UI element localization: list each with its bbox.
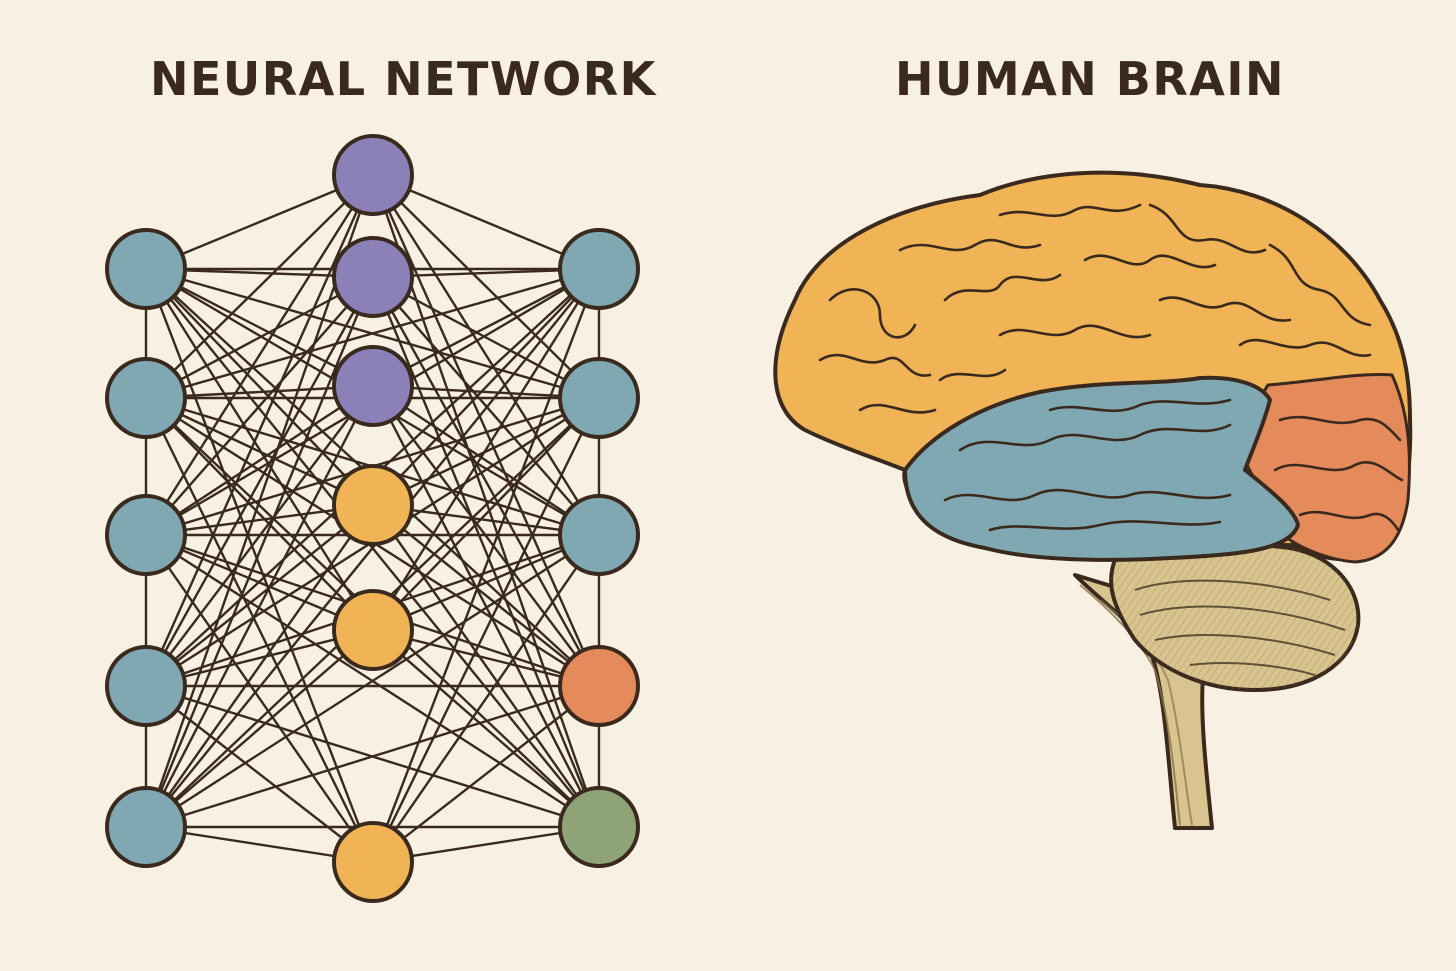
brain-stem-line <box>1079 584 1181 826</box>
gyrus-line <box>1268 243 1372 327</box>
temporal-lobe <box>903 375 1300 562</box>
connection-line <box>372 267 600 388</box>
cerebellum-texture <box>1111 544 1359 690</box>
gyrus-line <box>1158 296 1292 322</box>
connection-line <box>144 268 375 631</box>
input-node-teal <box>105 357 187 439</box>
connection-line <box>372 397 600 631</box>
neural-network-title: NEURAL NETWORK <box>150 52 657 106</box>
connection-line <box>145 268 374 506</box>
connection-line <box>372 174 600 399</box>
output-node-teal <box>558 228 640 310</box>
connection-line <box>371 276 601 828</box>
gyrus-line <box>958 423 1232 452</box>
connection-line <box>145 504 374 828</box>
gyrus-line <box>1148 203 1267 254</box>
connection-line <box>372 276 600 536</box>
connection-line <box>145 268 600 828</box>
connection-line <box>145 684 600 829</box>
connection-line <box>372 629 600 828</box>
connection-line <box>144 385 375 828</box>
connection-line <box>145 629 374 828</box>
hidden-node-purple <box>332 236 414 318</box>
connection-line <box>372 275 600 400</box>
gyrus-line <box>1273 461 1404 482</box>
output-node-teal <box>558 494 640 576</box>
connection-line <box>145 276 374 536</box>
connection-line <box>144 268 375 863</box>
connection-line <box>372 685 600 863</box>
cerebellum-folds <box>1134 579 1346 676</box>
gyrus-line <box>1048 398 1232 413</box>
connection-line <box>371 268 601 863</box>
connection-line <box>372 504 600 828</box>
connection-line <box>145 534 374 863</box>
connection-line <box>144 174 375 687</box>
gyrus-line <box>998 324 1152 339</box>
gyrus-line <box>858 403 937 414</box>
gyrus-line <box>1238 338 1372 357</box>
gyrus-line <box>828 288 917 339</box>
gyrus-line <box>998 203 1142 218</box>
connection-line <box>145 397 374 631</box>
gyrus-line <box>988 520 1222 532</box>
connection-line <box>371 397 601 863</box>
connection-line <box>145 174 374 399</box>
connection-line <box>145 384 374 537</box>
input-node-teal <box>105 494 187 576</box>
gyrus-line <box>938 368 1007 382</box>
hidden-node-yellow <box>332 464 414 546</box>
input-node-teal <box>105 786 187 868</box>
network-nodes <box>105 134 640 903</box>
gyrus-line <box>898 238 1042 252</box>
connection-line <box>371 268 601 631</box>
gyrus-line <box>1298 510 1400 532</box>
input-node-teal <box>105 228 187 310</box>
human-brain-title: HUMAN BRAIN <box>895 52 1285 106</box>
hidden-node-yellow <box>332 821 414 903</box>
connection-line <box>145 275 374 400</box>
brain-gyri <box>818 203 1404 532</box>
connection-line <box>372 268 600 506</box>
gyrus-line <box>1278 415 1402 442</box>
input-node-teal <box>105 645 187 727</box>
gyrus-line <box>818 353 932 377</box>
output-node-orange <box>558 645 640 727</box>
output-node-green <box>558 786 640 868</box>
gyrus-line <box>1083 254 1217 269</box>
connection-line <box>144 174 375 536</box>
connection-line <box>145 267 600 400</box>
gyrus-line <box>943 273 1062 302</box>
connection-line <box>372 384 600 537</box>
connection-line <box>145 396 374 507</box>
hidden-node-purple <box>332 134 414 216</box>
hidden-node-purple <box>332 345 414 427</box>
hidden-node-yellow <box>332 589 414 671</box>
output-node-teal <box>558 357 640 439</box>
connection-line <box>144 276 375 828</box>
gyrus-line <box>943 488 1232 502</box>
connection-line <box>372 534 600 863</box>
connection-line <box>371 174 601 687</box>
connection-line <box>145 533 600 829</box>
